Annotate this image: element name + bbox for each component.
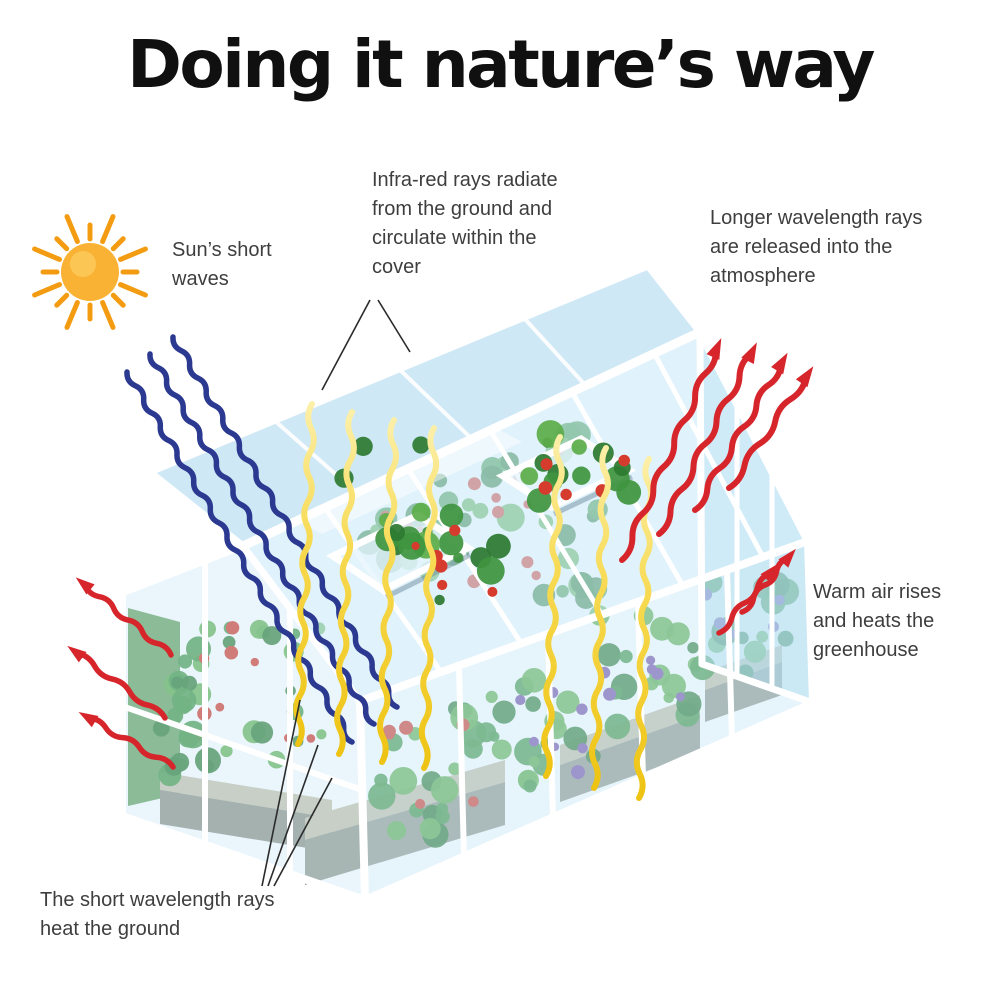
left-warm-air-arrows <box>67 577 176 770</box>
short-wave-arrows <box>124 334 400 745</box>
greenhouse <box>118 262 817 904</box>
sun-short-waves-label: Sun’s short waves <box>172 239 272 290</box>
sun-icon <box>32 214 148 330</box>
released-arrows <box>619 338 814 563</box>
page-title: Doing it nature’s way <box>127 26 875 103</box>
roof-reflection <box>300 430 522 534</box>
frame-lines <box>118 262 817 904</box>
roof-far-slope <box>150 266 700 546</box>
released-rays-label: Longer wavelength rays are released into… <box>710 207 923 287</box>
right-warm-air-arrows <box>716 548 796 636</box>
warm-air-label: Warm air rises and heats the greenhouse <box>813 581 942 661</box>
roof-near-glass <box>243 332 808 701</box>
plants-through-vents <box>375 420 642 606</box>
ground-heat-label: The short wavelength rays heat the groun… <box>40 889 275 940</box>
pointer-lines <box>261 299 411 887</box>
infrared-rays-label: Infra-red rays radiate from the ground a… <box>372 169 558 278</box>
